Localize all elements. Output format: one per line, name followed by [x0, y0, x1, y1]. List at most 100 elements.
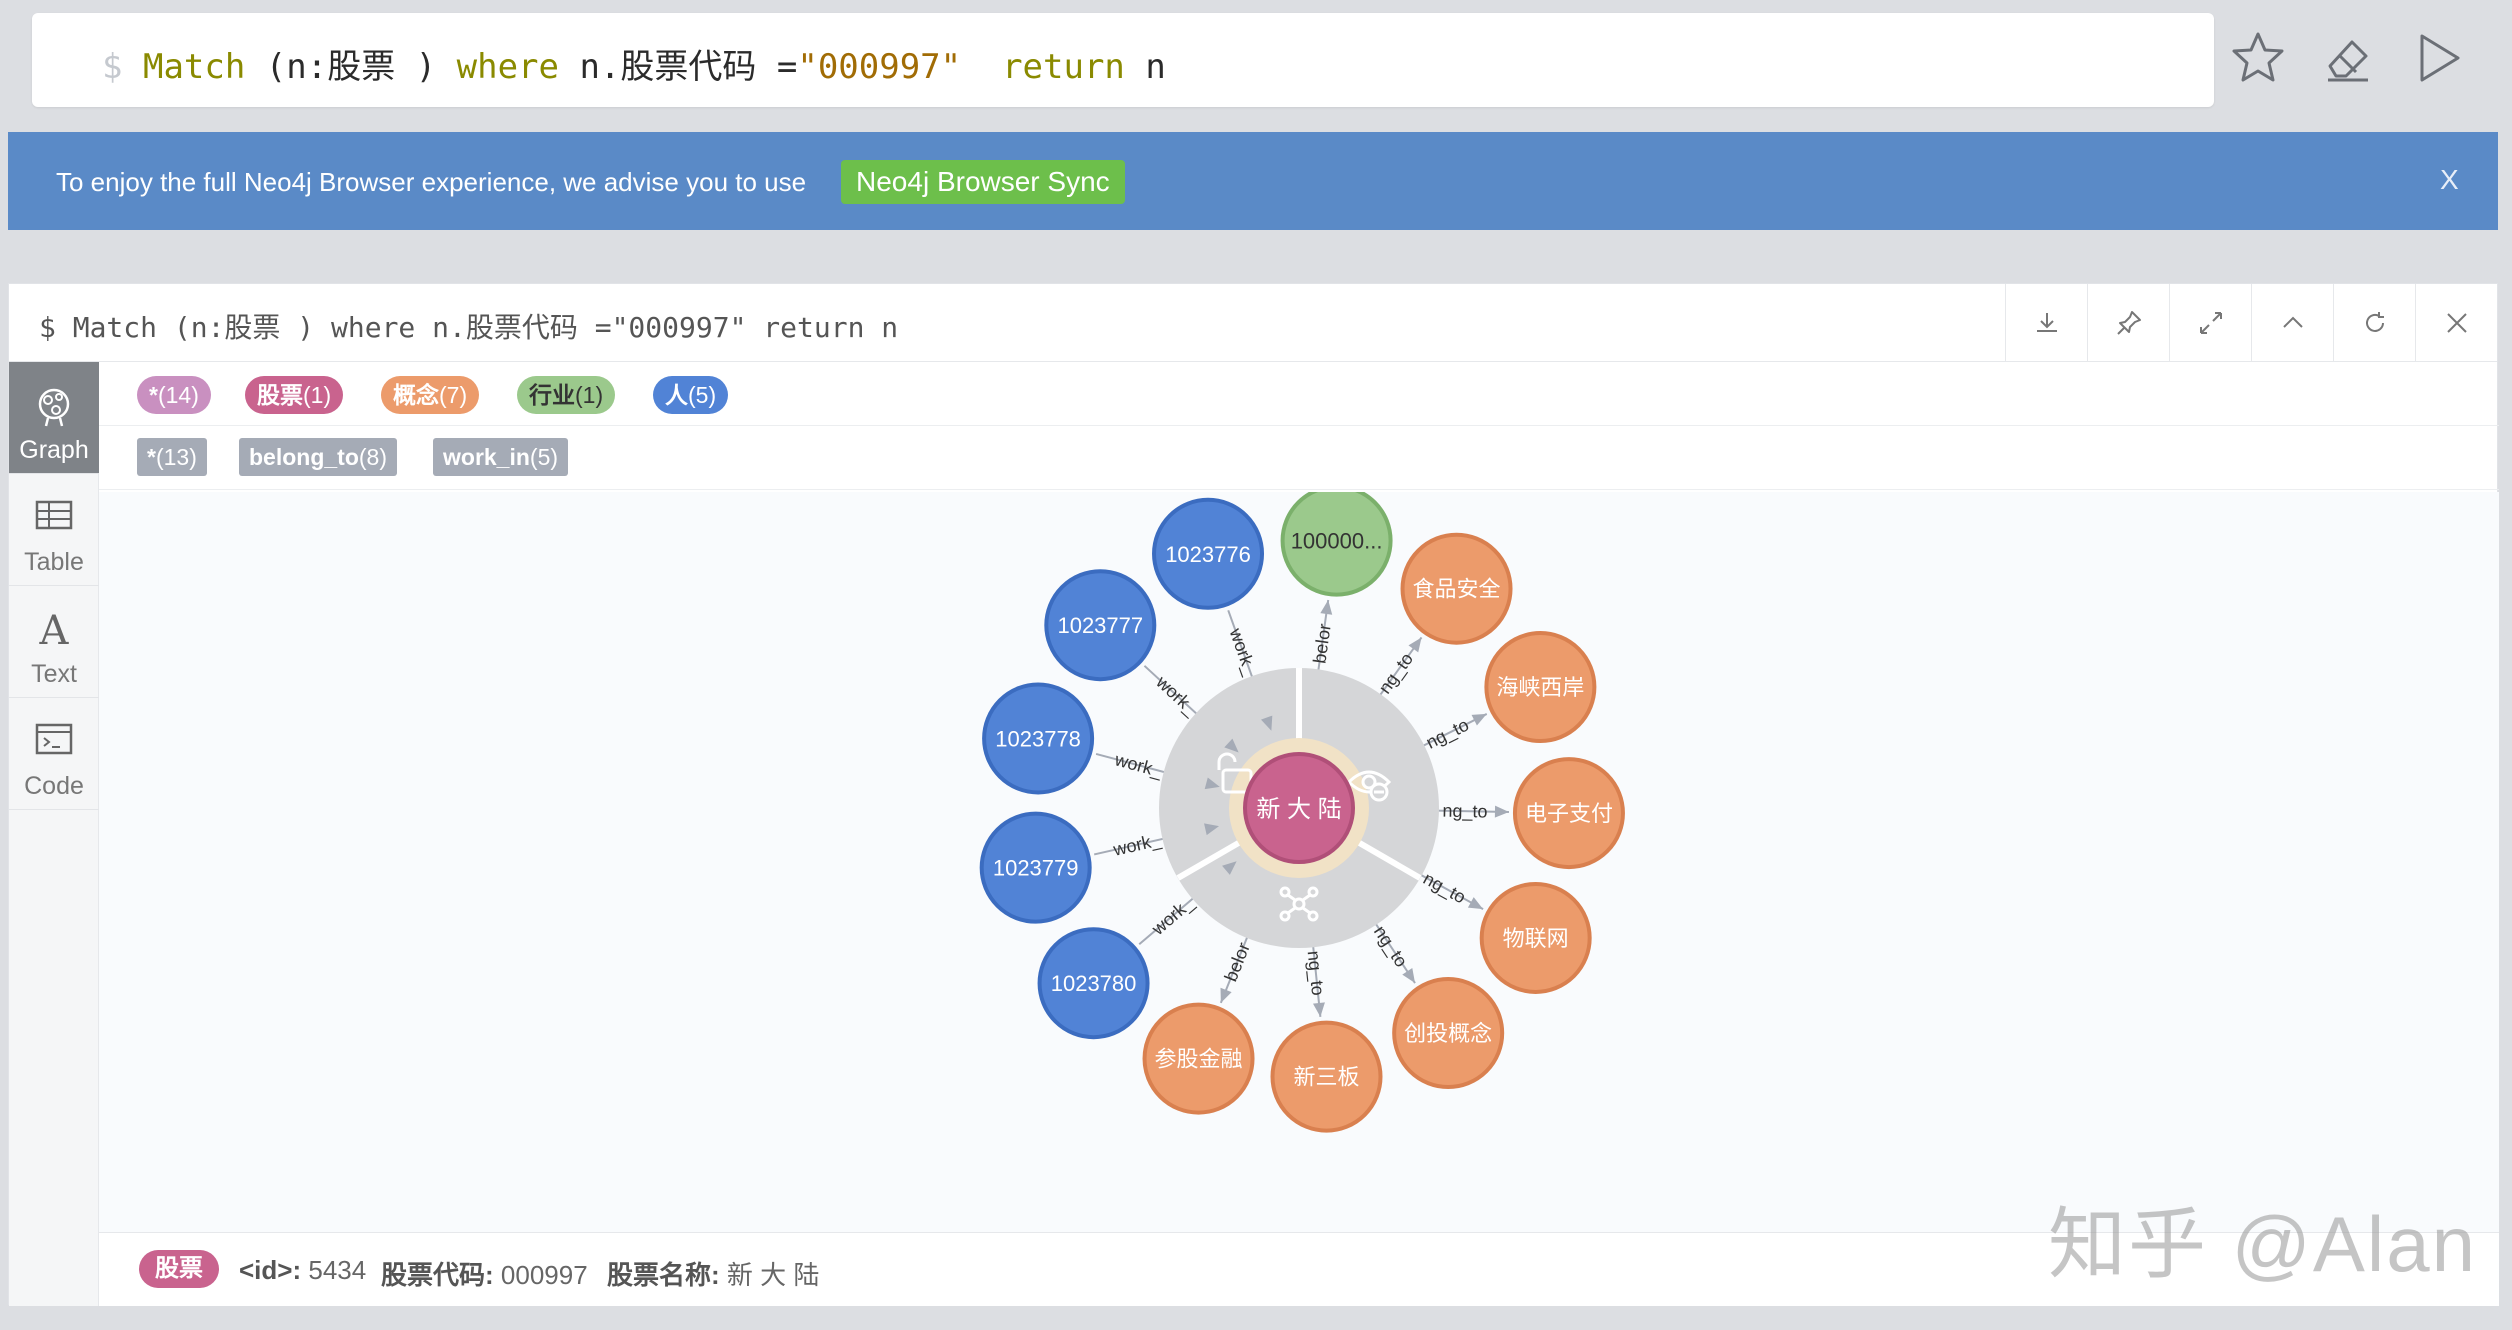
legend-rel-belong-to[interactable]: belong_to(8) [239, 438, 398, 476]
concept-node[interactable]: 海峡西岸 [1484, 631, 1597, 744]
favorite-button[interactable] [2230, 30, 2290, 90]
graph-svg[interactable]: belorng_tong_tong_tong_tong_tong_tobelor… [99, 484, 2499, 1232]
person-node[interactable]: 1023780 [1037, 927, 1150, 1040]
legend-rel-work-in[interactable]: work_in(5) [433, 438, 569, 476]
close-icon [2446, 313, 2467, 333]
frame-title[interactable]: $ Match (n:股票 ) where n.股票代码 ="000997" r… [39, 311, 899, 344]
graph-icon [38, 388, 70, 427]
concept-node[interactable]: 电子支付 [1512, 757, 1625, 870]
view-tab-text[interactable]: A Text [9, 586, 99, 698]
node-caption: 食品安全 [1413, 577, 1501, 602]
legend-label-person[interactable]: 人(5) [653, 376, 729, 414]
view-sidebar: Graph Table A Text Code [9, 362, 99, 1306]
concept-node[interactable]: 创投概念 [1392, 977, 1505, 1090]
watermark: 知乎 @Alan [2048, 1200, 2477, 1288]
view-tab-label: Text [31, 660, 77, 688]
property-code: 股票代码: 000997 [381, 1255, 588, 1292]
hide-icon[interactable] [1346, 770, 1392, 802]
node-caption: 海峡西岸 [1496, 675, 1584, 700]
person-node[interactable]: 1023777 [1044, 569, 1157, 682]
view-tab-graph[interactable]: Graph [9, 362, 99, 474]
eraser-icon [2328, 40, 2368, 82]
legend-label-industry[interactable]: 行业(1) [517, 376, 616, 414]
concept-node[interactable]: 食品安全 [1400, 532, 1513, 645]
edge-arrowhead [1220, 987, 1232, 1003]
node-caption: 新三板 [1293, 1065, 1359, 1090]
relationship-label: ng_to [1419, 868, 1469, 908]
view-tab-label: Graph [19, 436, 89, 464]
relationship-label: work_ [1224, 625, 1261, 679]
browser-sync-button[interactable]: Neo4j Browser Sync [841, 160, 1125, 204]
banner-close-button[interactable]: X [2440, 164, 2459, 195]
download-icon [2036, 313, 2057, 332]
legend-label-stock[interactable]: 股票(1) [245, 376, 344, 414]
node-caption: 1023780 [1051, 971, 1137, 996]
expand-network-icon[interactable] [1279, 886, 1319, 922]
property-key: 股票代码: [381, 1260, 494, 1290]
relationship-label: ng_to [1303, 950, 1328, 997]
query-editor[interactable]: $ Match (n:股票 ) where n.股票代码 ="000997" r… [32, 13, 2214, 107]
relationship-label: ng_to [1423, 715, 1473, 754]
view-tab-label: Code [24, 772, 84, 800]
concept-node[interactable]: 新三板 [1270, 1020, 1383, 1133]
person-node[interactable]: 1023776 [1152, 497, 1265, 610]
node-caption: 参股金融 [1155, 1047, 1243, 1072]
edge-arrowhead [1222, 861, 1237, 875]
keyword-where: where [456, 47, 559, 87]
download-button[interactable] [2005, 284, 2087, 362]
person-node[interactable]: 1023779 [979, 811, 1092, 924]
editor-actions [2230, 30, 2500, 90]
rerun-icon [2365, 312, 2384, 332]
selected-node-label[interactable]: 股票 [139, 1250, 219, 1288]
fullscreen-button[interactable] [2169, 284, 2251, 362]
legend-rel-all[interactable]: *(13) [137, 438, 207, 476]
frame-actions [2005, 284, 2497, 362]
node-caption: 创投概念 [1404, 1021, 1492, 1046]
relationship-label: ng_to [1442, 801, 1487, 823]
run-button[interactable] [2410, 30, 2470, 90]
legend-label-all[interactable]: *(14) [137, 376, 211, 414]
concept-node[interactable]: 参股金融 [1142, 1002, 1255, 1115]
clear-button[interactable] [2320, 30, 2380, 90]
industry-node[interactable]: 100000... [1280, 484, 1393, 597]
view-tab-table[interactable]: Table [9, 474, 99, 586]
center-node[interactable]: 新 大 陆 [1243, 752, 1355, 864]
person-node[interactable]: 1023778 [982, 682, 1095, 795]
query-string: "000997" [797, 47, 962, 87]
concept-node[interactable]: 物联网 [1479, 881, 1592, 994]
node-caption: 100000... [1291, 529, 1383, 554]
collapse-button[interactable] [2251, 284, 2333, 362]
edge-arrowhead [1261, 715, 1273, 731]
relationship-label: work_ [1112, 749, 1166, 782]
svg-text:A: A [39, 608, 70, 652]
edge-arrowhead [1471, 713, 1487, 726]
view-tab-label: Table [24, 548, 84, 576]
edge-arrowhead [1494, 805, 1509, 818]
property-value: 000997 [500, 1260, 588, 1290]
center-node-caption: 新 大 陆 [1256, 796, 1341, 823]
view-tab-code[interactable]: Code [9, 698, 99, 810]
close-frame-button[interactable] [2415, 284, 2497, 362]
prompt-symbol: $ [102, 47, 123, 87]
sync-banner: To enjoy the full Neo4j Browser experien… [8, 132, 2498, 230]
relationship-label: belor [1309, 622, 1334, 664]
node-caption: 1023776 [1165, 542, 1251, 567]
pin-button[interactable] [2087, 284, 2169, 362]
rerun-button[interactable] [2333, 284, 2415, 362]
edge-arrowhead [1204, 777, 1220, 790]
relationship-label: ng_to [1375, 649, 1418, 698]
relationship-label: work_ [1151, 671, 1202, 720]
property-value: 新 大 陆 [726, 1260, 820, 1290]
banner-text: To enjoy the full Neo4j Browser experien… [56, 167, 807, 197]
node-properties-bar: 股票 <id>: 5434 股票代码: 000997 股票名称: 新 大 陆 [99, 1232, 2499, 1306]
relationship-label: work_ [1111, 829, 1164, 861]
edge-arrowhead [1320, 600, 1333, 615]
code-icon [35, 723, 73, 755]
node-caption: 1023778 [995, 726, 1081, 751]
query-code[interactable]: $ Match (n:股票 ) where n.股票代码 ="000997" r… [102, 39, 1166, 88]
legend-label-concept[interactable]: 概念(7) [381, 376, 480, 414]
pin-icon [2116, 311, 2141, 335]
edge-arrowhead [1204, 823, 1220, 836]
edge-arrowhead [1408, 637, 1422, 653]
